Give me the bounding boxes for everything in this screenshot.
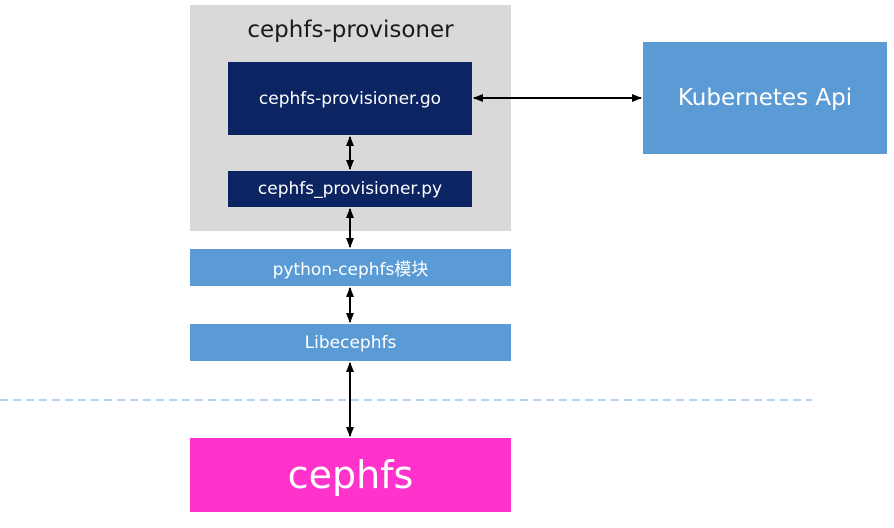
container-title: cephfs-provisoner <box>247 17 454 43</box>
libcephfs-box: Libecephfs <box>190 324 511 361</box>
python-cephfs-module-label: python-cephfs模块 <box>272 260 429 280</box>
cephfs-box: cephfs <box>190 438 511 512</box>
kubernetes-api-label: Kubernetes Api <box>677 85 853 111</box>
provisioner-go-box: cephfs-provisioner.go <box>228 62 472 135</box>
kubernetes-api-box: Kubernetes Api <box>643 42 887 154</box>
provisioner-py-box: cephfs_provisioner.py <box>228 171 472 207</box>
provisioner-py-label: cephfs_provisioner.py <box>257 179 443 199</box>
provisioner-go-label: cephfs-provisioner.go <box>258 88 442 109</box>
cephfs-label: cephfs <box>287 453 414 497</box>
libcephfs-label: Libecephfs <box>304 332 397 353</box>
python-cephfs-module-box: python-cephfs模块 <box>190 249 511 286</box>
